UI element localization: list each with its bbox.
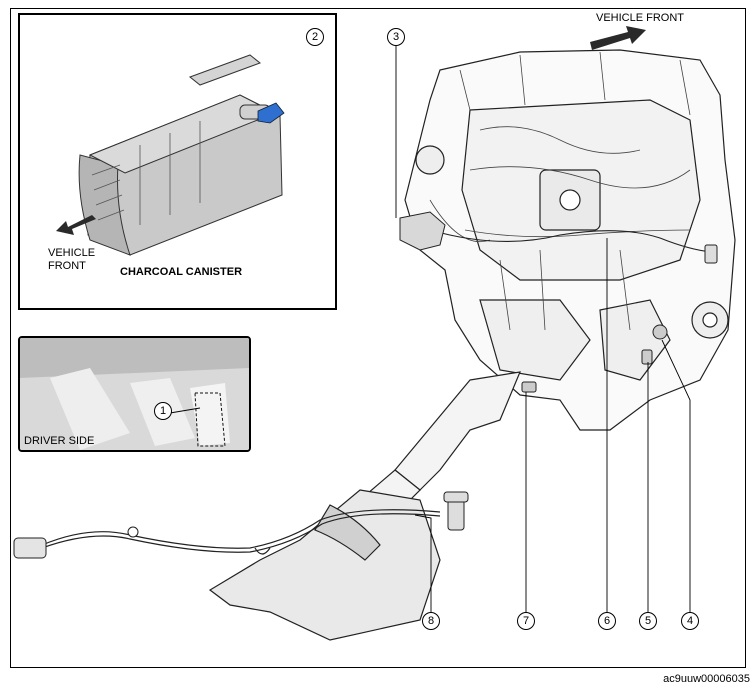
engine-details (429, 51, 691, 331)
harness-clip (127, 526, 139, 538)
part-3-bracket (399, 211, 446, 251)
part-4-component (652, 324, 668, 340)
rear-sensor (443, 491, 469, 531)
driver-side-inset (18, 336, 251, 452)
canister-drawing (56, 54, 285, 256)
callout-2: 2 (306, 28, 324, 46)
callout-8: 8 (422, 612, 440, 630)
engine-block (404, 49, 736, 431)
vehicle-front-label: VEHICLE FRONT (596, 12, 685, 24)
charcoal-canister-label: CHARCOAL CANISTER (120, 266, 243, 278)
canister-highlight-part (257, 102, 285, 124)
callout-3: 3 (387, 28, 405, 46)
charcoal-canister-inset (18, 13, 337, 310)
diagram-frame (10, 8, 746, 668)
callout-5: 5 (639, 612, 657, 630)
callout-4: 4 (681, 612, 699, 630)
leader-lines (284, 44, 691, 612)
inset-vehicle-front-arrow (56, 215, 96, 235)
harness-connector (13, 537, 47, 559)
driver-side-label: DRIVER SIDE (24, 435, 95, 447)
figure-code: ac9uuw00006035 (663, 673, 750, 685)
part-5-component (641, 349, 653, 365)
exhaust-pipe (208, 371, 521, 641)
callout-7: 7 (517, 612, 535, 630)
inset-vehicle-label: VEHICLE (48, 247, 96, 259)
wiring-harness (41, 509, 441, 555)
vehicle-front-arrow (590, 26, 646, 50)
harness-connector-right (704, 244, 718, 264)
part-7-component (521, 381, 537, 393)
driver-side-drawing (20, 338, 249, 450)
callout-1: 1 (154, 402, 172, 420)
inset-front-label: FRONT (48, 260, 86, 272)
engine-harness (429, 229, 713, 253)
callout-6: 6 (598, 612, 616, 630)
